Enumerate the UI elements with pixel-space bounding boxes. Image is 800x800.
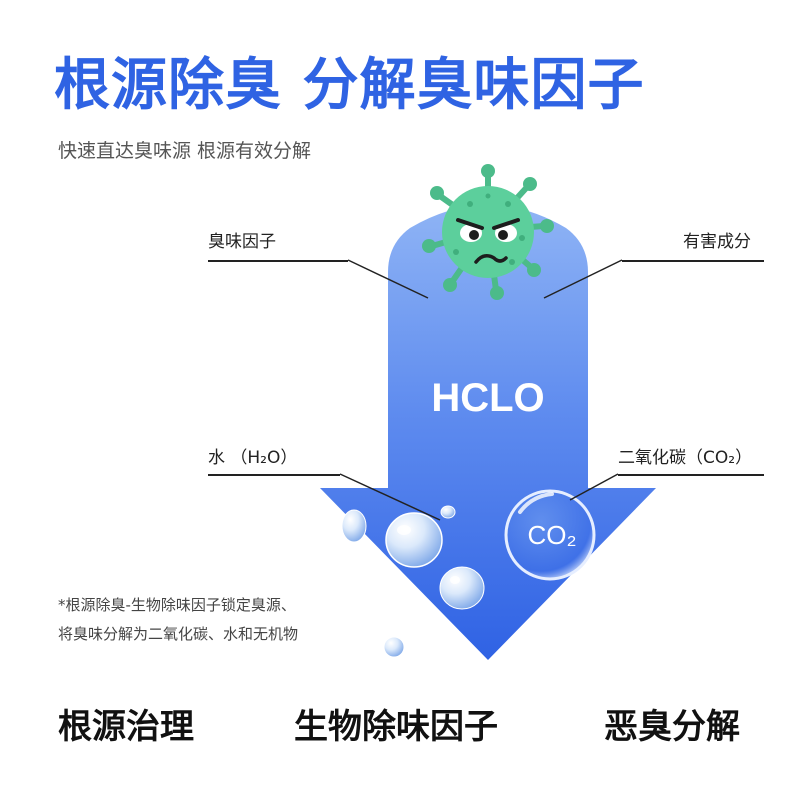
callout-line-water [208, 474, 340, 476]
callout-line-odor [208, 260, 348, 262]
callout-line-co2 [618, 474, 764, 476]
footnote-line-1: *根源除臭-生物除味因子锁定臭源、 [58, 596, 296, 614]
label-water: 水 （H₂O） [208, 448, 298, 468]
co2-bubble-icon [504, 489, 596, 581]
label-odor-factor: 臭味因子 [208, 232, 276, 252]
water-droplet-icon [341, 505, 485, 658]
page-subtitle: 快速直达臭味源 根源有效分解 [58, 140, 312, 162]
page-title: 根源除臭 分解臭味因子 [54, 53, 645, 118]
co2-bubble-label: CO₂ [527, 520, 577, 550]
label-harmful: 有害成分 [683, 232, 751, 252]
virus-icon [422, 164, 554, 300]
footnote-line-2: 将臭味分解为二氧化碳、水和无机物 [58, 625, 299, 643]
label-co2: 二氧化碳（CO₂） [618, 448, 753, 468]
bottom-caption-3: 恶臭分解 [604, 707, 740, 747]
callout-line-harmful [622, 260, 764, 262]
hclo-label: HCLO [431, 376, 545, 420]
bottom-caption-1: 根源治理 [58, 707, 194, 747]
bottom-caption-2: 生物除味因子 [294, 707, 498, 747]
